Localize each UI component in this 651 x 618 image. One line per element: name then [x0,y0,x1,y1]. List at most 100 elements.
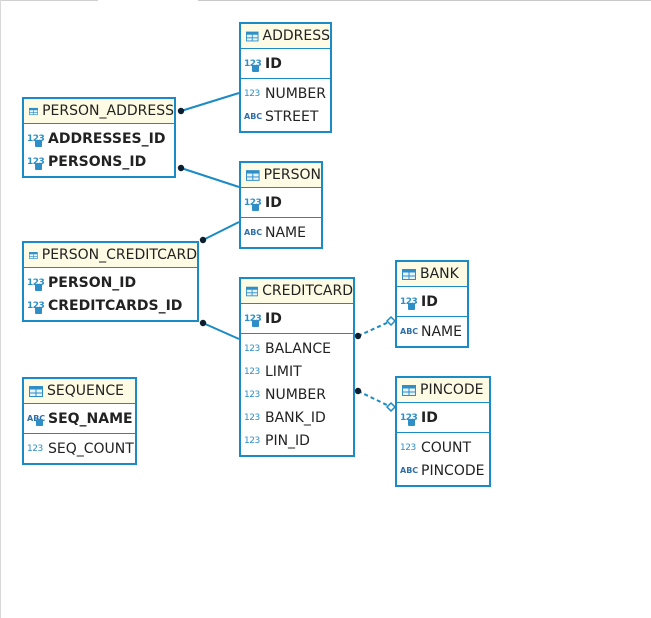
key-icon [252,203,259,211]
relation-line[interactable] [202,221,240,241]
column-name: ID [421,409,438,426]
entity-name: PERSON_ADDRESS [42,103,174,119]
column[interactable]: 123 LIMIT [241,360,353,383]
text-type-icon: ABC [27,414,45,426]
entity-header[interactable]: PERSON_ADDRESS [24,99,174,124]
column-name: PINCODE [421,462,485,479]
entity-header[interactable]: PINCODE [397,378,489,403]
key-icon [408,302,415,310]
numeric-type-icon: 123 [27,157,45,170]
entity-header[interactable]: ADDRESS [241,24,330,49]
numeric-type-icon: 123 [400,297,418,310]
top-border [0,0,651,2]
key-icon [36,419,43,426]
column-name: ID [265,194,282,211]
key-icon [35,162,42,170]
relation-end-dot [177,164,185,172]
entity-header[interactable]: PERSON_CREDITCARD [24,243,197,268]
numeric-type-icon: 123 [244,88,260,99]
numeric-type-icon: 123 [244,198,262,211]
key-icon [252,64,259,72]
entity-padding [397,482,489,485]
relation-line[interactable] [180,92,240,112]
entity-padding [397,343,467,346]
left-border [0,0,1,618]
column[interactable]: 123 NUMBER [241,78,330,105]
relation-end-dot [354,387,362,395]
table-icon [29,251,38,259]
column-name: NUMBER [265,386,326,403]
column-name: NUMBER [265,85,326,102]
table-icon [246,169,260,181]
column-name: COUNT [421,439,472,456]
table-icon [246,286,259,296]
column-name: PERSON_ID [48,274,137,291]
entity-header[interactable]: CREDITCARD [241,279,353,304]
entity-name: PINCODE [420,382,484,398]
entity-padding [241,128,330,131]
column-name: LIMIT [265,363,302,380]
top-border-segment [198,0,651,1]
column-name: ID [265,55,282,72]
primary-key-column[interactable]: ABCSEQ_NAME [24,407,135,430]
column-name: CREDITCARDS_ID [48,297,183,314]
text-type-icon: ABC [244,112,263,121]
relation-line[interactable] [357,390,392,408]
numeric-type-icon: 123 [244,343,260,354]
column-name: SEQ_NAME [48,410,133,427]
numeric-type-icon: 123 [27,301,45,314]
numeric-type-icon: 123 [400,413,418,426]
entity-header[interactable]: SEQUENCE [24,379,135,404]
table-icon [402,268,416,280]
column-name: ADDRESSES_ID [48,130,166,147]
entity-padding [241,452,353,455]
numeric-type-icon: 123 [400,442,416,453]
entity-name: ADDRESS [262,28,330,44]
relation-line[interactable] [357,320,392,337]
entity-padding [24,317,197,320]
entity-name: PERSON_CREDITCARD [41,247,197,263]
numeric-type-icon: 123 [27,443,43,454]
key-icon [35,139,42,147]
column-name: PIN_ID [265,432,310,449]
column[interactable]: 123 COUNT [397,432,489,459]
entity-header[interactable]: BANK [397,262,467,287]
numeric-type-icon: 123 [244,314,262,327]
relation-line[interactable] [202,322,240,340]
numeric-type-icon: 123 [244,59,262,72]
relation-line[interactable] [180,167,240,188]
text-type-icon: ABC [244,228,263,237]
entity-header[interactable]: PERSON [241,163,321,188]
table-icon [29,385,43,397]
numeric-type-icon: 123 [244,366,260,377]
text-type-icon: ABC [400,327,419,336]
